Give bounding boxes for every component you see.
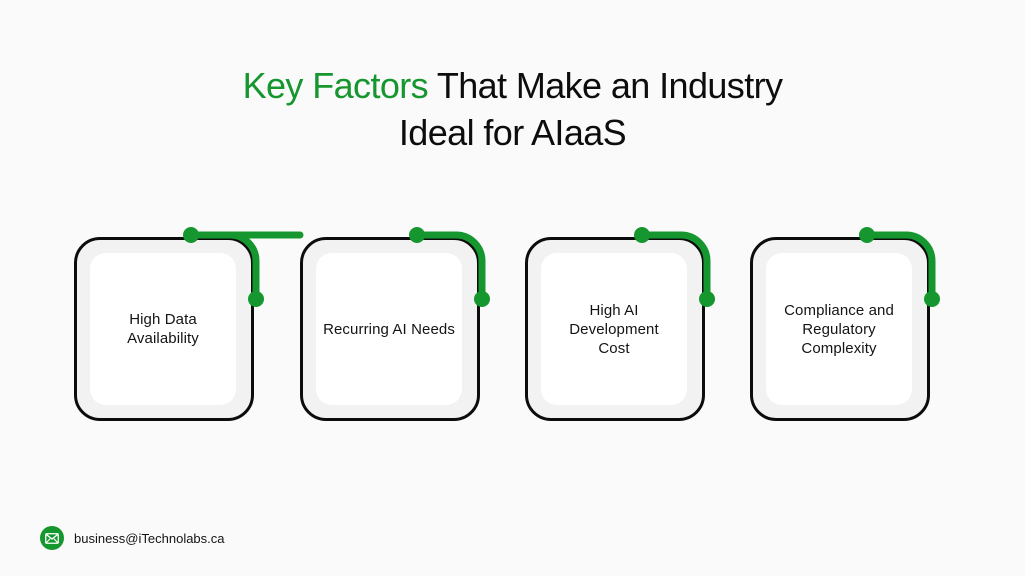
- card-label: Recurring AI Needs: [323, 320, 455, 338]
- factor-card-4: Compliance and Regulatory Complexity: [750, 227, 940, 421]
- corner-arc-icon: [634, 227, 715, 307]
- corner-arc-icon: [409, 227, 490, 307]
- corner-arc-icon: [183, 227, 304, 307]
- contact-email[interactable]: business@iTechnolabs.ca: [74, 530, 225, 546]
- card-content: High Data Availability: [90, 253, 236, 405]
- card-content: High AI Development Cost: [541, 253, 687, 405]
- factor-card-1: High Data Availability: [74, 227, 304, 421]
- title-accent: Key Factors: [242, 65, 429, 106]
- corner-arc-icon: [859, 227, 940, 307]
- card-label: High Data Availability: [127, 311, 199, 347]
- mail-icon: [40, 526, 64, 550]
- page-title: Key Factors That Make an Industry Ideal …: [0, 62, 1025, 156]
- title-line1-rest: That Make an Industry: [428, 65, 783, 106]
- card-label: High AI Development Cost: [569, 301, 659, 357]
- factor-card-3: High AI Development Cost: [525, 227, 715, 421]
- card-content: Compliance and Regulatory Complexity: [766, 253, 912, 405]
- card-content: Recurring AI Needs: [316, 253, 462, 405]
- factor-card-2: Recurring AI Needs: [300, 227, 490, 421]
- title-line2: Ideal for AIaaS: [398, 112, 627, 153]
- envelope-icon: [45, 532, 59, 544]
- card-label: Compliance and Regulatory Complexity: [784, 301, 894, 357]
- contact-footer: business@iTechnolabs.ca: [40, 526, 225, 550]
